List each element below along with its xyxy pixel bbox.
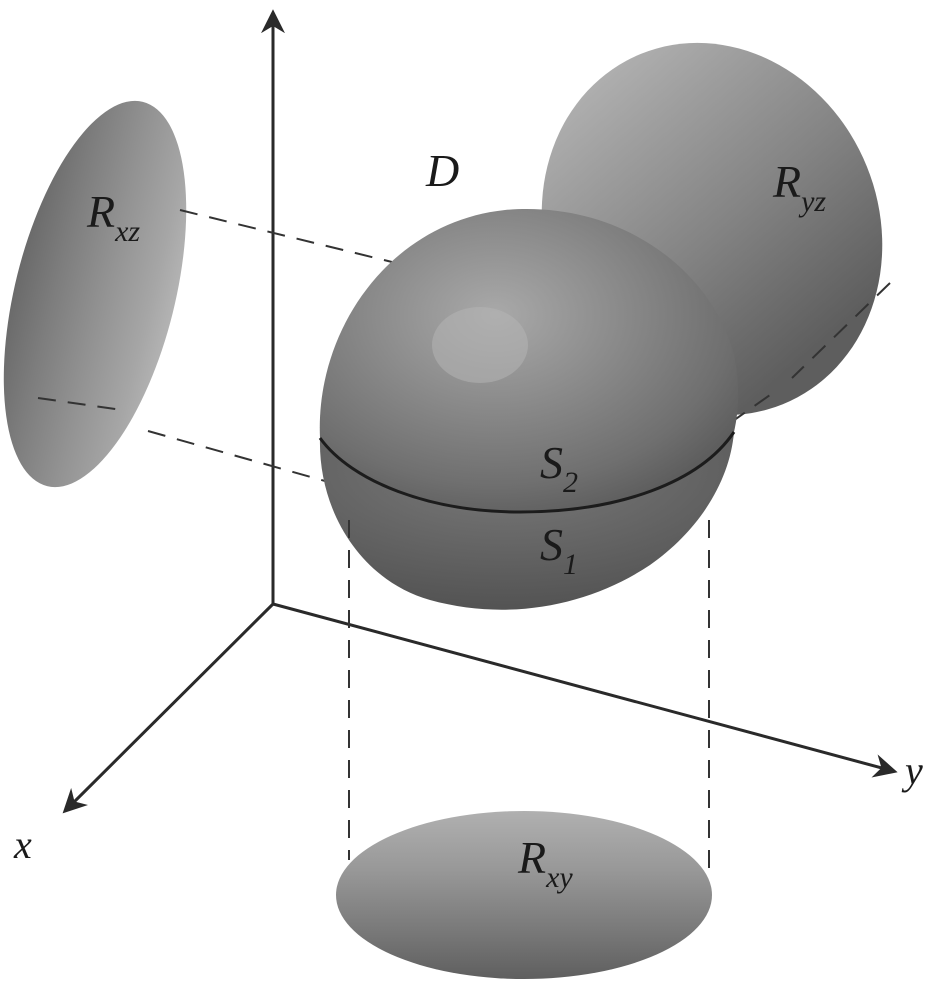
projection-xz-region bbox=[3, 100, 187, 488]
projection-line-lower bbox=[147, 430, 333, 484]
axes bbox=[62, 9, 898, 814]
axis-label-x: x bbox=[13, 822, 32, 867]
axis-label-y: y bbox=[901, 748, 923, 793]
x-axis bbox=[62, 602, 275, 814]
label-r-yz: Ryz bbox=[772, 156, 826, 218]
projection-line-upper bbox=[179, 209, 393, 263]
upper-surface-s2 bbox=[319, 209, 739, 512]
projection-xy-region bbox=[336, 811, 712, 979]
label-r-xy: Rxy bbox=[517, 832, 573, 894]
lower-surface-s1 bbox=[319, 432, 734, 610]
sphere-highlight bbox=[432, 307, 528, 383]
projection-xz-midline bbox=[37, 397, 123, 411]
boundary-curve bbox=[318, 431, 736, 514]
label-r-xz: Rxz bbox=[86, 186, 140, 248]
region-label-d: D bbox=[425, 145, 459, 196]
projection-lines-vertical bbox=[348, 520, 710, 868]
y-axis bbox=[272, 602, 898, 778]
projection-yz-midline bbox=[791, 282, 891, 379]
projection-xz bbox=[3, 100, 187, 488]
projection-line-right bbox=[729, 394, 771, 424]
label-s1: S1 bbox=[540, 519, 578, 581]
projection-xy bbox=[336, 811, 712, 979]
label-s2: S2 bbox=[540, 437, 578, 499]
projection-lines-horizontal bbox=[147, 209, 771, 484]
